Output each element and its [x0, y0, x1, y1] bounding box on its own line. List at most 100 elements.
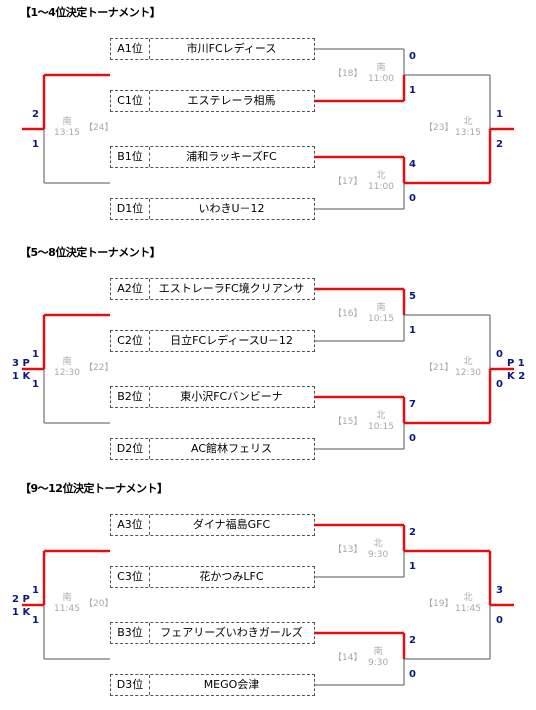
section-title: 【5～8位決定トーナメント】 [20, 246, 161, 259]
team-slot: D3位 MEGO会津 [110, 674, 315, 696]
pk-label: 1 K [12, 371, 31, 382]
match-number: 【16】 [333, 309, 363, 319]
bracket-lines [22, 523, 514, 686]
team-name: いわきU－12 [198, 202, 265, 215]
team-slot: D1位 いわきU－12 [110, 198, 315, 220]
team-name: エストレーラFC境クリアンサ [158, 282, 305, 295]
team-slot: D2位 AC館林フェリス [110, 438, 315, 460]
team-name: 市川FCレディース [186, 42, 277, 55]
team-slot: C2位 日立FCレディースU－12 [110, 330, 315, 352]
team-seed: D3位 [111, 675, 150, 695]
pk-label: 3 P [12, 358, 30, 369]
team-name: 日立FCレディースU－12 [170, 334, 293, 347]
match-number: 【19】 [424, 599, 454, 609]
team-seed: A3位 [111, 515, 150, 535]
section-title: 【1～4位決定トーナメント】 [20, 6, 161, 19]
match-time: 11:00 [368, 182, 394, 192]
match-number: 【23】 [424, 123, 454, 133]
bracket-section: 【1～4位決定トーナメント】 A1位市川FCレディース C1位エステレーラ相馬 B1位… [0, 4, 536, 234]
score-value: 2 [409, 527, 416, 538]
match-court: 北 [376, 411, 386, 421]
match-time: 11:45 [54, 604, 80, 614]
team-name: フェアリーズいわきガールズ [160, 626, 303, 639]
team-seed: D1位 [111, 199, 150, 219]
score-value: 2 [496, 139, 503, 150]
score-value: 1 [409, 85, 416, 96]
team-slot: A3位 ダイナ福島GFC [110, 514, 315, 536]
score-value: 3 [496, 585, 503, 596]
match-court: 南 [376, 63, 386, 73]
match-time: 11:45 [455, 604, 481, 614]
match-court: 北 [373, 539, 383, 549]
score-value: 2 [32, 109, 39, 120]
team-seed: B1位 [111, 147, 150, 167]
score-value: 0 [496, 615, 503, 626]
match-number: 【18】 [333, 69, 363, 79]
team-seed: C3位 [111, 567, 150, 587]
score-value: 0 [409, 433, 416, 444]
score-value: 1 [32, 379, 39, 390]
score-value: 0 [409, 193, 416, 204]
score-value: 0 [496, 379, 503, 390]
match-number: 【13】 [333, 545, 363, 555]
team-slot: C3位花かつみLFC [110, 566, 315, 588]
match-number: 【14】 [333, 653, 363, 663]
match-time: 9:30 [368, 658, 389, 668]
team-name: 浦和ラッキーズFC [186, 150, 277, 163]
match-court: 北 [463, 117, 473, 127]
team-name: AC館林フェリス [190, 442, 272, 455]
team-slot: B2位東小沢FCバンビーナ [110, 386, 315, 408]
score-value: 2 [409, 635, 416, 646]
team-slot: B3位フェアリーズいわきガールズ [110, 622, 315, 644]
match-number: 【15】 [333, 417, 363, 427]
score-value: 5 [409, 291, 416, 302]
score-value: 1 [32, 139, 39, 150]
score-value: 0 [409, 51, 416, 62]
team-slot: A2位エストレーラFC境クリアンサ [110, 278, 315, 300]
team-name: MEGO会津 [203, 678, 260, 691]
match-time: 10:15 [368, 422, 394, 432]
match-time: 9:30 [368, 550, 389, 560]
team-seed: C2位 [111, 331, 150, 351]
team-name: ダイナ福島GFC [192, 518, 271, 531]
score-value: 1 [496, 109, 503, 120]
score-value: 1 [32, 349, 39, 360]
score-value: 1 [409, 561, 416, 572]
score-value: 1 [32, 585, 39, 596]
pk-label: K 2 [507, 371, 526, 382]
match-number: 【22】 [84, 363, 114, 373]
bracket-section: 【5～8位決定トーナメント】 A2位エストレーラFC境クリアンサ C2位 日立FCレデ… [0, 244, 536, 474]
score-value: 0 [496, 349, 503, 360]
team-seed: D2位 [111, 439, 150, 459]
match-time: 11:00 [368, 74, 394, 84]
team-slot: B1位 浦和ラッキーズFC [110, 146, 315, 168]
match-time: 12:30 [455, 368, 481, 378]
score-value: 0 [409, 669, 416, 680]
team-slot: C1位エステレーラ相馬 [110, 90, 315, 112]
score-value: 1 [409, 325, 416, 336]
match-time: 10:15 [368, 314, 394, 324]
team-slot: A1位市川FCレディース [110, 38, 315, 60]
match-time: 12:30 [54, 368, 80, 378]
bracket-lines [22, 48, 514, 210]
score-value: 4 [409, 159, 416, 170]
score-value: 7 [409, 399, 416, 410]
match-court: 南 [373, 647, 383, 657]
match-court: 北 [463, 357, 473, 367]
team-seed: B3位 [111, 623, 150, 643]
pk-label: P 1 [507, 358, 525, 369]
team-seed: C1位 [111, 91, 150, 111]
pk-label: 2 P [12, 594, 30, 605]
